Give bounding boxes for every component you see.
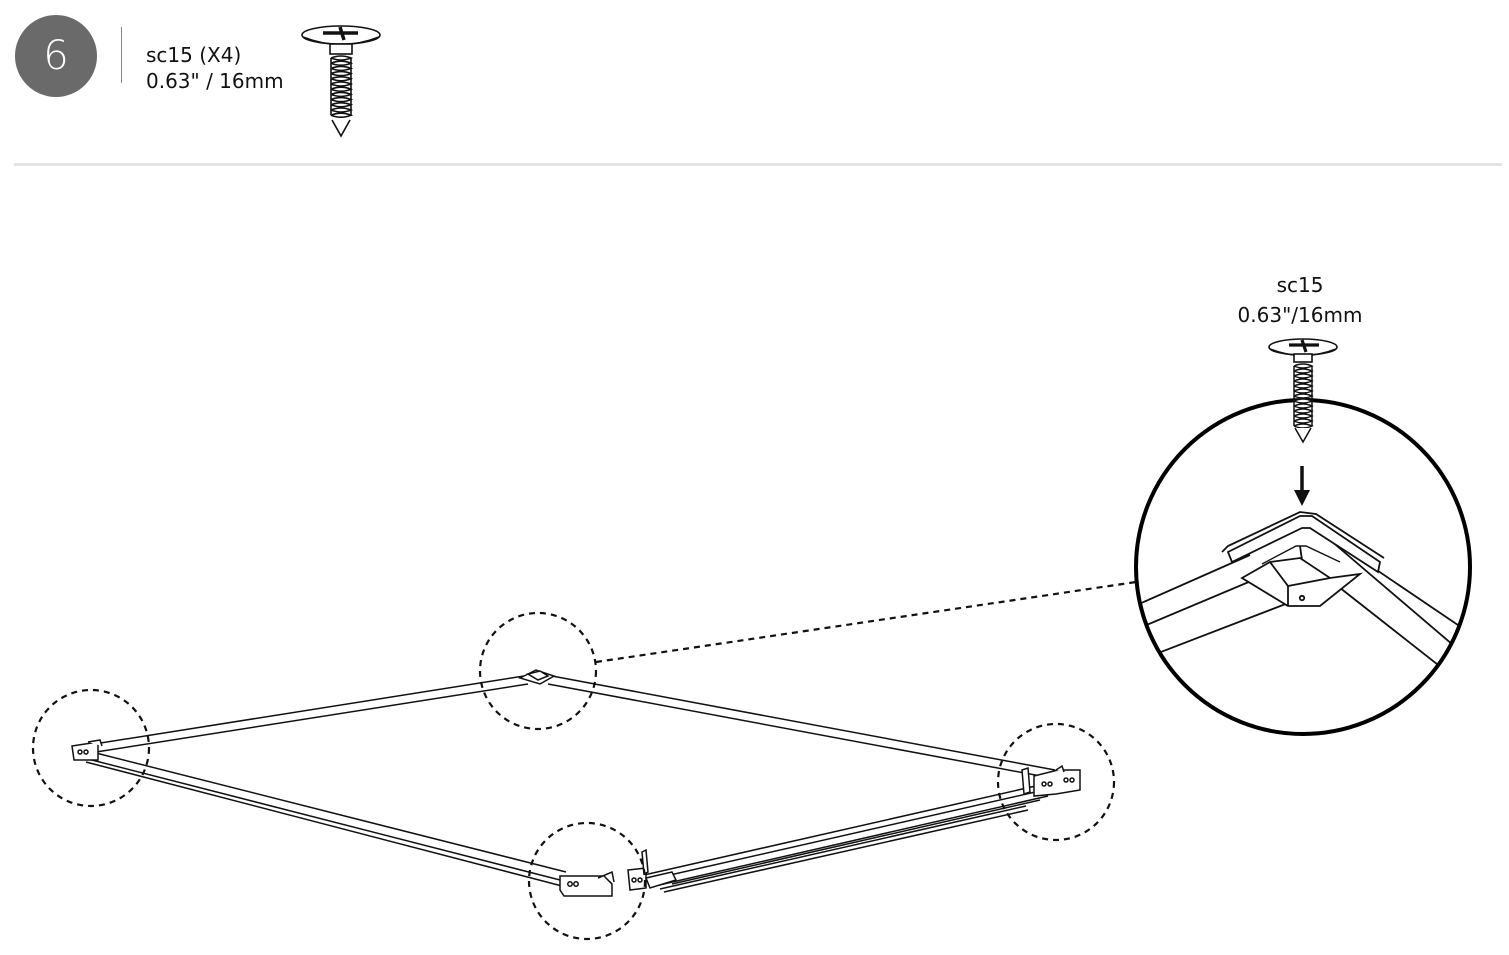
zoom-detail [1134, 398, 1472, 736]
part-info: sc15 (X4) 0.63" / 16mm [146, 42, 284, 94]
step-number: 6 [43, 33, 69, 79]
highlight-circle-left [31, 688, 151, 808]
highlight-circles [31, 611, 1116, 941]
part-code: sc15 (X4) [146, 43, 242, 67]
header-divider [121, 27, 122, 83]
corner-back [517, 669, 556, 685]
corner-front [559, 848, 678, 897]
header-separator [14, 163, 1502, 166]
highlight-circle-right [996, 722, 1116, 842]
frame-rail-front-left [83, 757, 561, 881]
corner-left [71, 739, 103, 761]
frame [83, 675, 1056, 893]
callout-part-code: sc15 [1276, 273, 1324, 297]
callout-screw-icon [1268, 338, 1338, 444]
highlight-circle-back [478, 611, 598, 731]
callout-part-size: 0.63"/16mm [1237, 303, 1363, 327]
callout-leader-line [595, 580, 1137, 664]
part-size: 0.63" / 16mm [146, 69, 284, 93]
screw-icon [301, 25, 381, 138]
corner-right [1021, 764, 1081, 797]
highlight-circle-front [527, 821, 647, 941]
frame-rail-front-right [643, 784, 1041, 876]
frame-rail-back-left [87, 675, 525, 746]
callout-label: sc15 0.63"/16mm [1210, 270, 1390, 330]
frame-rail-back-right [551, 675, 1056, 771]
step-number-badge: 6 [15, 15, 97, 97]
down-arrow-icon [1294, 466, 1310, 506]
